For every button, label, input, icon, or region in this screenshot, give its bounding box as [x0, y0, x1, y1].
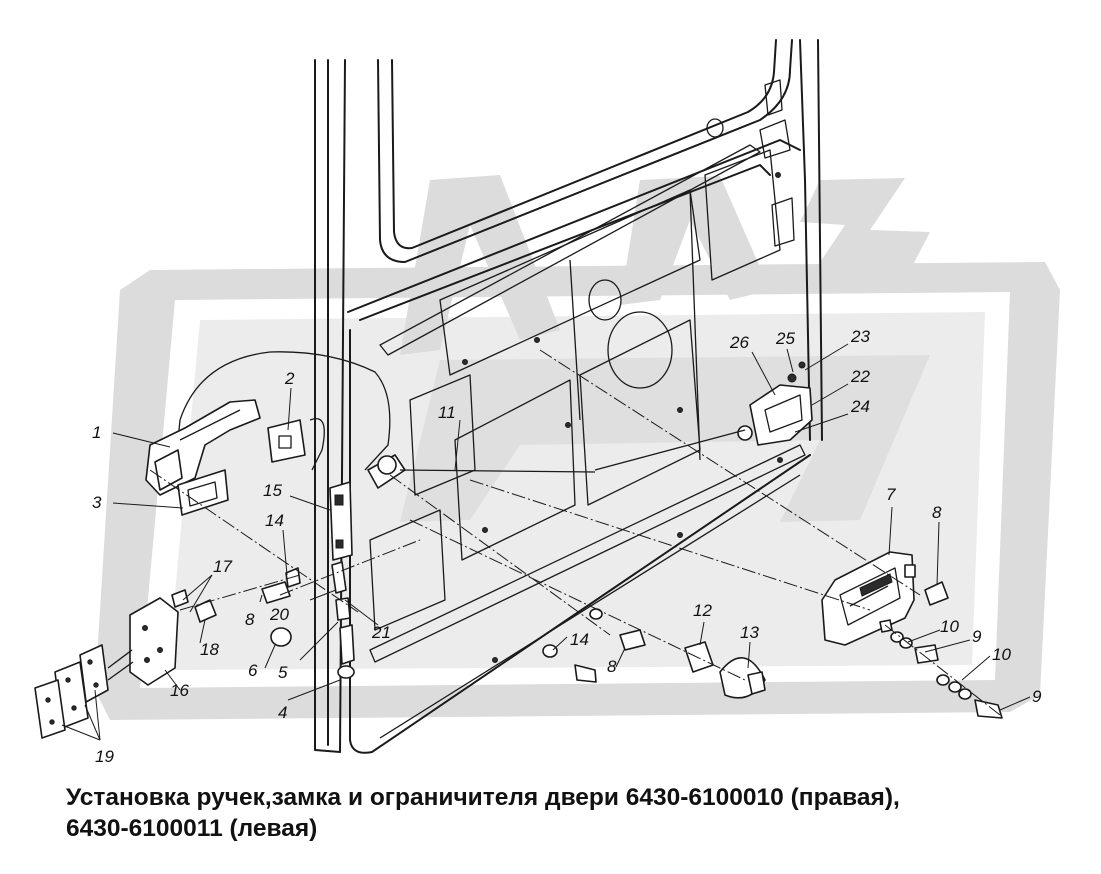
- label-part-2: 2: [284, 369, 295, 388]
- label-part-4: 4: [278, 703, 287, 722]
- figure-caption: Установка ручек,замка и ограничителя две…: [66, 782, 1076, 844]
- label-part-8a: 8: [932, 503, 942, 522]
- label-part-18: 18: [200, 640, 219, 659]
- door-frame: [314, 39, 823, 754]
- fasteners: [542, 581, 1003, 719]
- outer-door-handle: [145, 399, 261, 516]
- label-part-9a: 9: [972, 627, 982, 646]
- label-part-3: 3: [92, 493, 102, 512]
- label-part-21: 21: [371, 623, 391, 642]
- door-limiter: [34, 589, 217, 739]
- label-part-22: 22: [850, 367, 870, 386]
- label-part-20: 20: [269, 605, 289, 624]
- label-part-14b: 14: [570, 630, 589, 649]
- label-part-12: 12: [693, 601, 712, 620]
- label-part-24: 24: [850, 397, 870, 416]
- label-part-6: 6: [248, 661, 258, 680]
- label-part-10a: 10: [940, 617, 959, 636]
- detail-zoom-circle: [177, 351, 391, 471]
- axis-lines: [149, 349, 1001, 716]
- label-part-9b: 9: [1032, 687, 1042, 706]
- leader-lines: [61, 343, 1031, 741]
- label-part-13: 13: [740, 623, 759, 642]
- caption-line-2: 6430-6100011 (левая): [66, 815, 318, 842]
- label-part-23: 23: [850, 327, 870, 346]
- label-part-16: 16: [170, 681, 189, 700]
- label-part-11: 11: [438, 403, 456, 422]
- label-part-8c: 8: [607, 657, 617, 676]
- remote-lock-assembly: [399, 361, 813, 473]
- part-number-labels: 1 2 3 4 5 6 7 8 8 8 9 9 10 10 11 12 13 1…: [92, 327, 1042, 766]
- label-part-5: 5: [278, 663, 288, 682]
- label-part-15: 15: [263, 481, 282, 500]
- label-part-10b: 10: [992, 645, 1011, 664]
- label-part-19: 19: [95, 747, 114, 766]
- caption-line-1: Установка ручек,замка и ограничителя две…: [66, 784, 900, 811]
- label-part-1: 1: [92, 423, 101, 442]
- label-part-25: 25: [775, 329, 795, 348]
- label-part-17: 17: [213, 557, 232, 576]
- label-part-8b: 8: [245, 610, 255, 629]
- label-part-7: 7: [886, 485, 896, 504]
- label-part-26: 26: [729, 333, 749, 352]
- label-part-14a: 14: [265, 511, 284, 530]
